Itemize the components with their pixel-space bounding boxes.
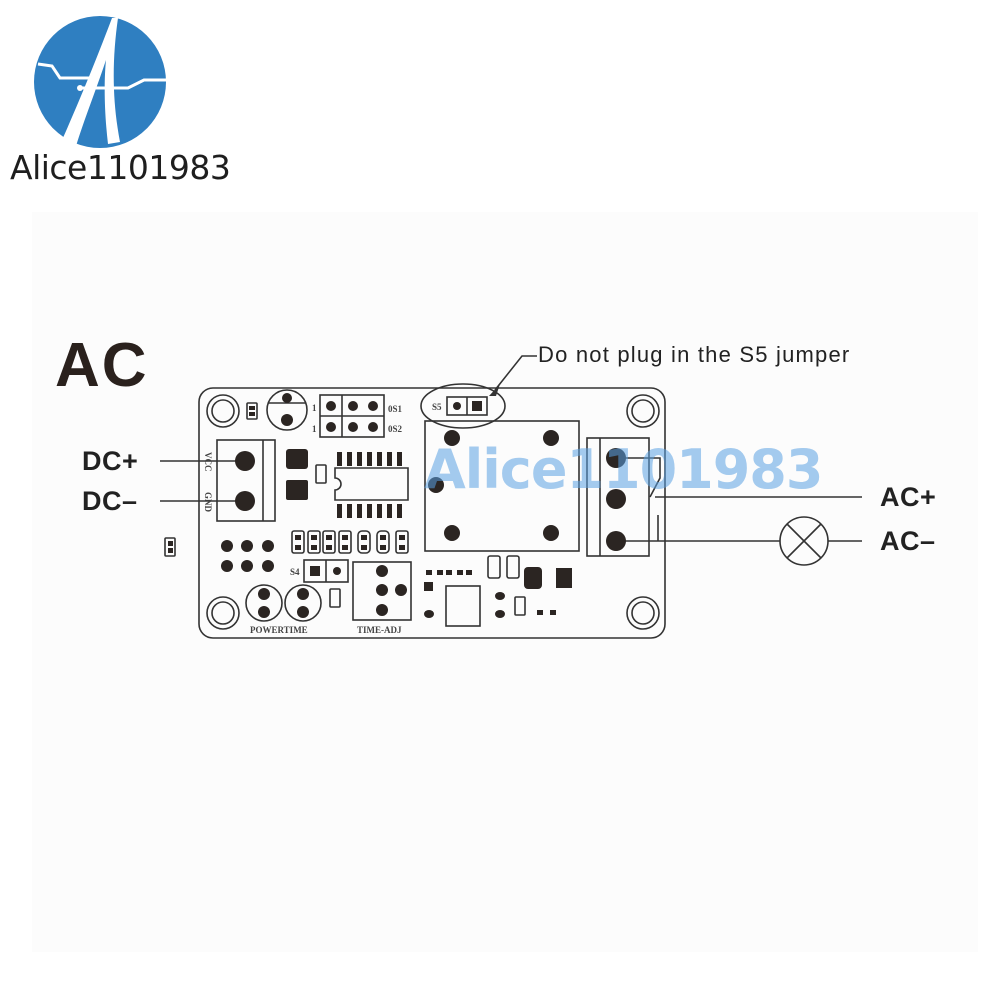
label-pin1-a: 1 — [312, 403, 317, 413]
label-gnd: GND — [203, 492, 213, 513]
dc-plus-label: DC+ — [82, 446, 139, 476]
s5-highlight-oval — [420, 383, 506, 429]
note-arrow — [494, 355, 537, 391]
ic-chip-outline — [334, 467, 409, 501]
relay-outline — [424, 420, 580, 552]
stylized-a-circle-logo-icon — [34, 16, 172, 148]
lamp-icon — [779, 516, 829, 566]
mounting-hole-icons — [206, 394, 660, 630]
powertime-connector-2 — [284, 584, 322, 622]
watermark-text: Alice1101983 — [424, 438, 823, 501]
label-s4: S4 — [290, 567, 300, 577]
pcb-board-outline — [198, 387, 666, 639]
ac-minus-label: AC– — [880, 526, 936, 556]
bottom-chip-outline — [445, 585, 481, 627]
label-pin1-b: 1 — [312, 424, 317, 434]
brand-logo: Alice1101983 — [0, 0, 231, 200]
label-powertime: POWERTIME — [250, 625, 308, 635]
dc-minus-label: DC– — [82, 486, 138, 516]
s5-jumper-note: Do not plug in the S5 jumper — [538, 342, 851, 367]
label-vcc: VCC — [203, 452, 213, 472]
label-0s2: 0S2 — [388, 424, 403, 434]
dc-terminal-block — [216, 439, 276, 522]
label-time-adj: TIME-ADJ — [357, 625, 402, 635]
brand-name: Alice1101983 — [10, 148, 231, 187]
arrow-head-icon — [489, 384, 500, 396]
time-adj-pot-outline — [352, 561, 412, 621]
label-s5: S5 — [432, 402, 442, 412]
ac-plus-label: AC+ — [880, 482, 937, 512]
diagram-title: AC — [55, 331, 149, 400]
powertime-connector-1 — [245, 584, 283, 622]
diagram-background — [32, 212, 978, 952]
ac-terminal-block — [586, 437, 650, 557]
label-0s1: 0S1 — [388, 404, 403, 414]
potentiometer-icon — [266, 389, 308, 431]
